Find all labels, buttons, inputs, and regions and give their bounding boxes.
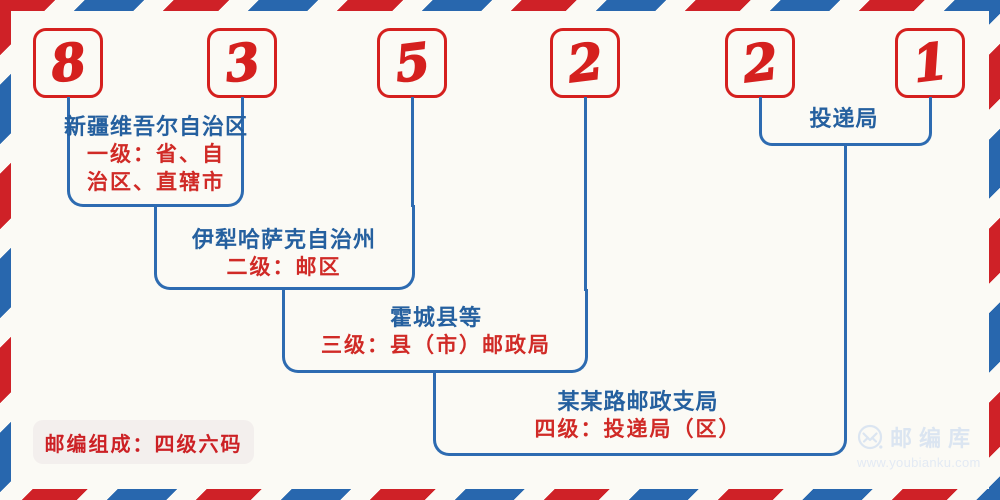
diagram-background [11, 11, 989, 489]
watermark-brand-text: 邮编库 [890, 426, 978, 451]
level4-office-name: 某某路邮政支局 [557, 389, 719, 414]
digit-2: 3 [220, 30, 263, 94]
youbianku-watermark: 邮编库 www.youbianku.com [857, 421, 981, 470]
digit-5: 2 [738, 30, 781, 94]
level2-connector-bracket [153, 205, 415, 290]
level1-label: 新疆维吾尔自治区 一级：省、自 治区、直辖市 [64, 113, 248, 197]
level2-region-name: 伊犁哈萨克自治州 [191, 227, 377, 252]
digit-1: 8 [46, 30, 89, 94]
digit-box-3: 5 [377, 28, 447, 98]
level1-description-line1: 一级：省、自 [86, 143, 225, 166]
level4-connector-bracket [432, 372, 847, 456]
level3-connector-bracket [282, 289, 588, 373]
level3-label: 霍城县等 三级：县（市）邮政局 [321, 304, 551, 360]
level1-description-line2: 治区、直辖市 [86, 171, 225, 194]
digit-box-1: 8 [33, 28, 103, 98]
digit-box-6: 1 [895, 28, 965, 98]
level3-region-name: 霍城县等 [389, 305, 482, 330]
delivery-office-drop-line [843, 144, 847, 374]
delivery-office-label: 投递局 [809, 105, 878, 133]
digit-3: 5 [390, 30, 433, 94]
level3-description: 三级：县（市）邮政局 [321, 334, 551, 357]
digit-4: 2 [563, 30, 606, 94]
digit-6: 1 [908, 30, 951, 94]
digit3-drop-line [410, 97, 414, 207]
watermark-url: www.youbianku.com [857, 455, 981, 470]
level2-description: 二级：邮区 [226, 256, 342, 279]
level4-description: 四级：投递局（区） [534, 418, 742, 441]
envelope-circle-icon [857, 424, 883, 449]
postal-code-composition-badge: 邮编组成：四级六码 [33, 420, 254, 464]
digit-box-5: 2 [725, 28, 795, 98]
delivery-office-name: 投递局 [809, 106, 879, 131]
digit-box-2: 3 [207, 28, 277, 98]
level2-label: 伊犁哈萨克自治州 二级：邮区 [192, 226, 376, 282]
badge-text: 邮编组成：四级六码 [44, 433, 243, 456]
level4-label: 某某路邮政支局 四级：投递局（区） [535, 388, 742, 444]
digit-box-4: 2 [550, 28, 620, 98]
level1-region-name: 新疆维吾尔自治区 [63, 114, 249, 139]
watermark-brand-row: 邮编库 [857, 421, 981, 453]
digit4-drop-line [583, 97, 587, 291]
